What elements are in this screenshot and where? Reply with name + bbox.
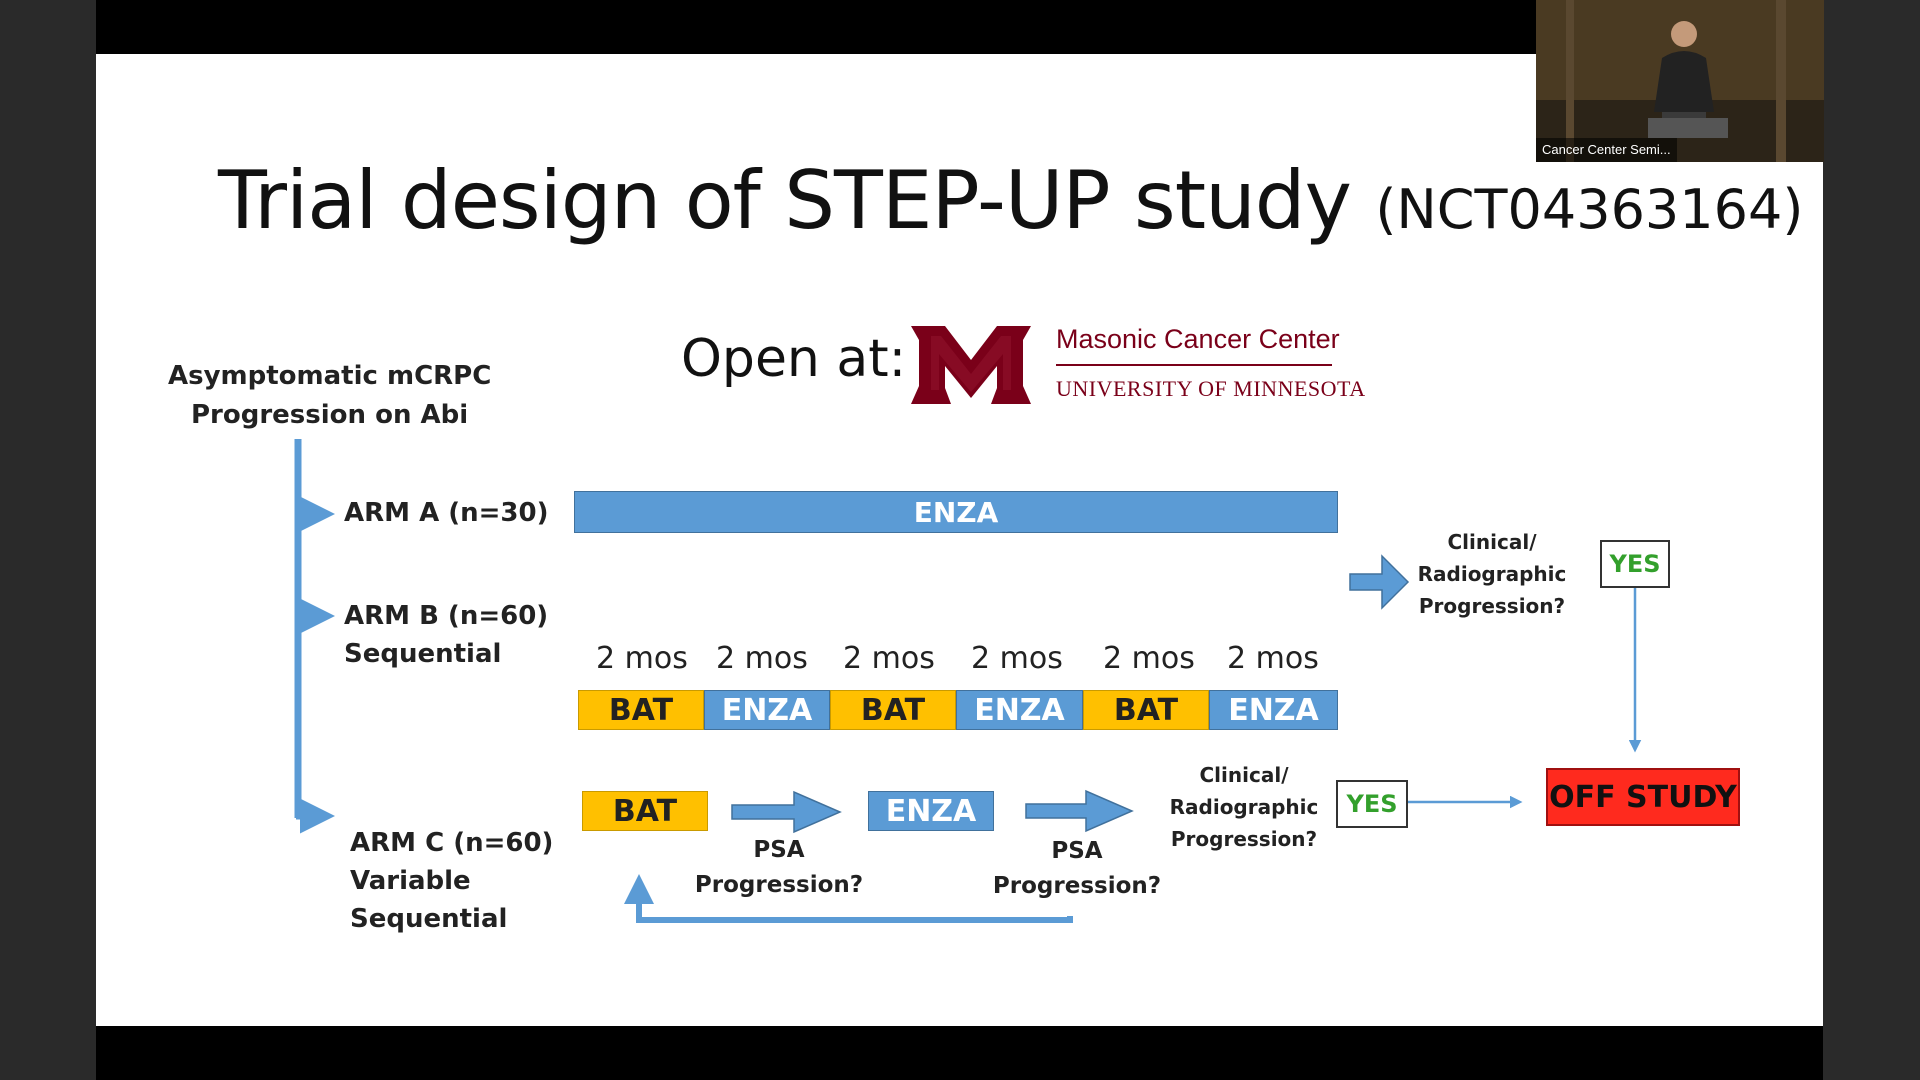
arm-b-segment-bat: BAT bbox=[578, 690, 704, 730]
arm-c-enza-box: ENZA bbox=[868, 791, 994, 831]
arm-b-duration: 2 mos bbox=[1103, 641, 1195, 676]
decision-c-line-2: Radiographic bbox=[1169, 795, 1319, 819]
psa-2-label: PSA Progression? bbox=[992, 834, 1162, 904]
psa-1-line-1: PSA bbox=[753, 837, 805, 863]
psa-1-label: PSA Progression? bbox=[694, 833, 864, 903]
psa-arrow-2 bbox=[1025, 789, 1134, 833]
arm-b-duration: 2 mos bbox=[596, 641, 688, 676]
off-study-box: OFF STUDY bbox=[1546, 768, 1740, 826]
arm-b-segment-enza: ENZA bbox=[704, 690, 830, 730]
arm-a-enza-bar: ENZA bbox=[574, 491, 1338, 533]
logo-university-name: UNIVERSITY OF MINNESOTA bbox=[1056, 376, 1366, 401]
arm-b-duration: 2 mos bbox=[971, 641, 1063, 676]
decision-b-line-1: Clinical/ bbox=[1447, 530, 1537, 554]
top-letterbox bbox=[96, 0, 1823, 54]
psa-2-line-1: PSA bbox=[1051, 838, 1103, 864]
arm-c-sublabel-2: Sequential bbox=[350, 904, 508, 934]
arm-b-block-arrow bbox=[1349, 554, 1410, 610]
arm-c-sublabel-1: Variable bbox=[350, 866, 471, 896]
decision-b-line-2: Radiographic bbox=[1417, 562, 1567, 586]
decision-c-line-3: Progression? bbox=[1170, 827, 1318, 851]
population-line-1: Asymptomatic mCRPC bbox=[168, 361, 492, 391]
population-line-2: Progression on Abi bbox=[191, 400, 469, 430]
slide-title: Trial design of STEP-UP study (NCT043631… bbox=[218, 154, 1803, 247]
speaker-video-icon bbox=[1536, 0, 1824, 162]
psa-1-line-2: Progression? bbox=[694, 872, 864, 898]
arm-b-segment-enza: ENZA bbox=[1209, 690, 1338, 730]
arm-b-segment-enza: ENZA bbox=[956, 690, 1083, 730]
slide-title-nct: (NCT04363164) bbox=[1375, 178, 1804, 241]
arm-b-duration: 2 mos bbox=[716, 641, 808, 676]
arm-b-segment-bat: BAT bbox=[830, 690, 956, 730]
webcam-caption: Cancer Center Semi... bbox=[1536, 138, 1677, 162]
arm-b-sublabel: Sequential bbox=[344, 639, 502, 669]
decision-c-yes-box: YES bbox=[1336, 780, 1408, 828]
bottom-letterbox bbox=[96, 1026, 1823, 1080]
open-at-label: Open at: bbox=[681, 329, 907, 389]
decision-c-text: Clinical/ Radiographic Progression? bbox=[1154, 759, 1334, 855]
arm-c-label: ARM C (n=60) bbox=[350, 828, 554, 858]
slide-title-main: Trial design of STEP-UP study bbox=[218, 154, 1376, 247]
arm-c-bat-box: BAT bbox=[582, 791, 708, 831]
arm-b-segment-bat: BAT bbox=[1083, 690, 1209, 730]
speaker-webcam-thumbnail[interactable]: Cancer Center Semi... bbox=[1536, 0, 1824, 162]
arm-b-label: ARM B (n=60) bbox=[344, 601, 549, 631]
loop-back-arrow bbox=[624, 874, 1073, 923]
psa-2-line-2: Progression? bbox=[992, 873, 1162, 899]
decision-b-text: Clinical/ Radiographic Progression? bbox=[1402, 526, 1582, 622]
arm-b-duration: 2 mos bbox=[1227, 641, 1319, 676]
logo-divider bbox=[1056, 364, 1332, 366]
psa-arrow-1 bbox=[731, 790, 842, 834]
arm-b-duration: 2 mos bbox=[843, 641, 935, 676]
presentation-slide: Trial design of STEP-UP study (NCT043631… bbox=[96, 54, 1823, 1026]
arm-a-label: ARM A (n=30) bbox=[344, 498, 549, 528]
decision-b-yes-box: YES bbox=[1600, 540, 1670, 588]
decision-b-line-3: Progression? bbox=[1418, 594, 1566, 618]
flow-connectors bbox=[294, 439, 1642, 923]
logo-center-name: Masonic Cancer Center bbox=[1056, 324, 1340, 354]
university-m-logo-icon bbox=[911, 326, 1031, 404]
decision-c-line-1: Clinical/ bbox=[1199, 763, 1289, 787]
